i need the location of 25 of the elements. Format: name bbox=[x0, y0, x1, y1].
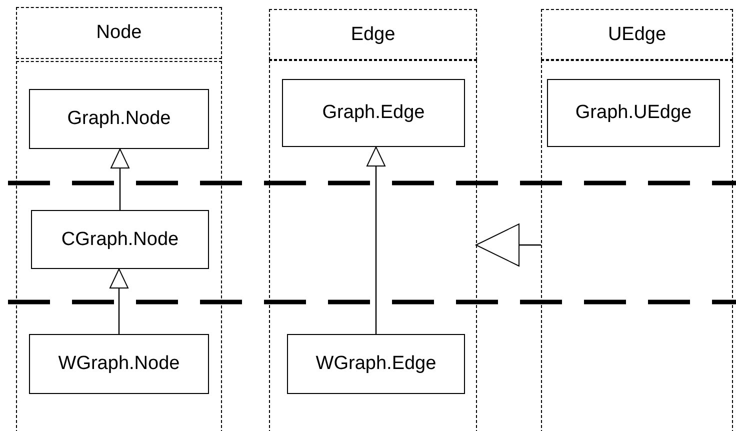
lane-header bbox=[16, 7, 222, 59]
inheritance-arrow bbox=[110, 268, 128, 334]
lane-title: Edge bbox=[350, 24, 396, 46]
class-name: CGraph.Node bbox=[61, 228, 179, 250]
swimlane bbox=[16, 61, 222, 431]
class-box bbox=[282, 79, 465, 147]
inheritance-arrow bbox=[110, 148, 130, 210]
lane-title: Node bbox=[96, 22, 142, 44]
inheritance-arrow bbox=[366, 146, 386, 334]
class-name: Graph.Edge bbox=[322, 102, 425, 124]
class-name: Graph.UEdge bbox=[575, 102, 692, 124]
class-box bbox=[547, 79, 720, 147]
swimlane bbox=[269, 60, 477, 431]
class-name: WGraph.Edge bbox=[316, 353, 436, 375]
class-name: Graph.Node bbox=[67, 108, 171, 130]
class-box bbox=[287, 334, 465, 394]
class-box bbox=[31, 210, 209, 269]
class-name: WGraph.Node bbox=[58, 353, 180, 375]
lane-header bbox=[269, 9, 477, 60]
class-box bbox=[29, 334, 209, 394]
inheritance-arrow bbox=[476, 224, 541, 266]
lane-header bbox=[541, 9, 733, 60]
class-box bbox=[29, 89, 209, 149]
lane-title: UEdge bbox=[608, 24, 666, 46]
swimlane bbox=[541, 60, 733, 431]
